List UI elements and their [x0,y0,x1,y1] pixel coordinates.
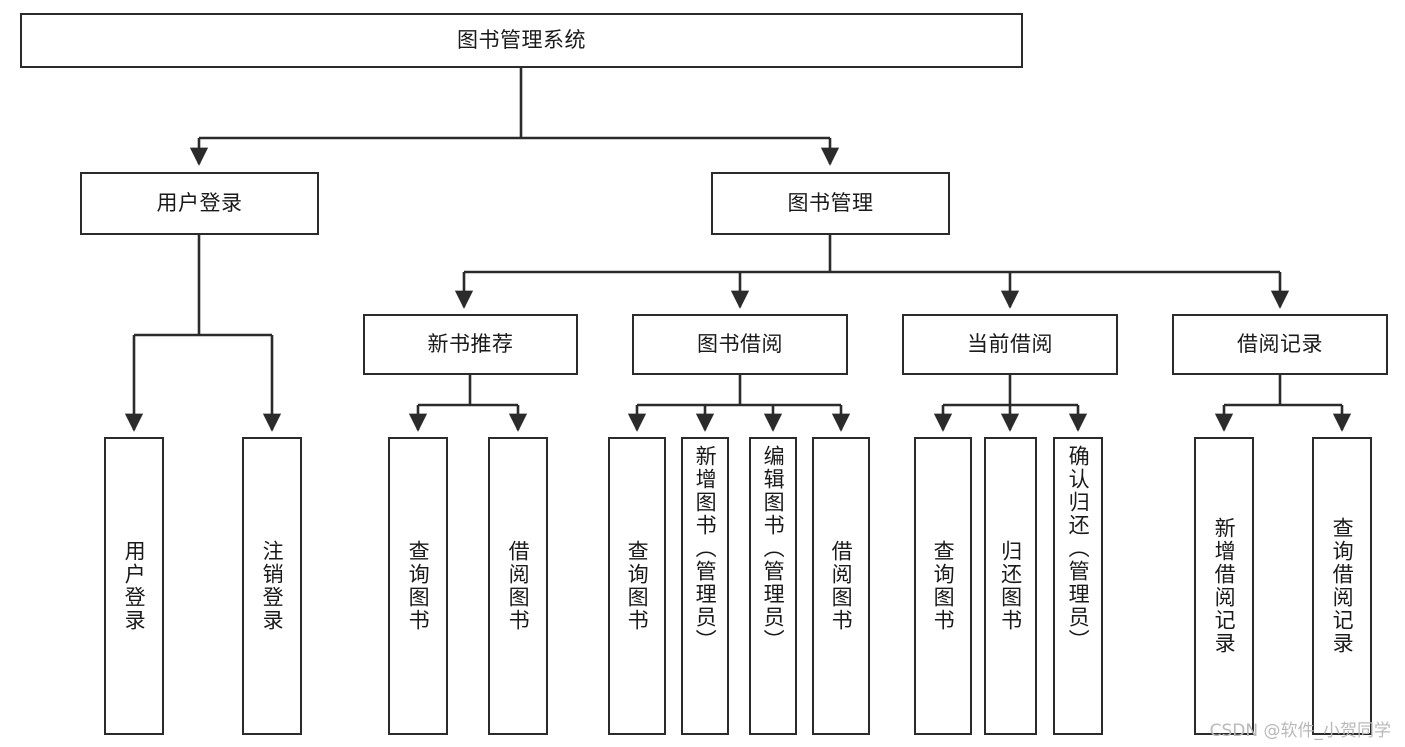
node-leaf-edit-book-admin[interactable]: 编辑图书（管理员） [749,437,797,735]
node-leaf-borrow-book-recommend[interactable]: 借阅图书 [488,437,548,735]
node-leaf-return-book[interactable]: 归还图书 [984,437,1037,735]
node-leaf-user-login[interactable]: 用户登录 [104,437,164,735]
node-leaf-query-book-current[interactable]: 查询图书 [914,437,972,735]
node-leaf-return-book-label: 归还图书 [998,540,1023,632]
node-root-label: 图书管理系统 [457,28,586,53]
node-borrow-record-label: 借阅记录 [1237,332,1323,357]
node-leaf-add-borrow-record[interactable]: 新增借阅记录 [1194,437,1254,735]
node-leaf-query-borrow-record-label: 查询借阅记录 [1330,517,1355,655]
node-leaf-query-book-borrow-label: 查询图书 [625,540,650,632]
node-leaf-query-book-recommend-label: 查询图书 [406,540,431,632]
node-leaf-borrow-book-label: 借阅图书 [829,540,854,632]
node-leaf-add-book-admin-label: 新增图书（管理员） [693,445,718,652]
node-leaf-query-book-current-label: 查询图书 [931,540,956,632]
node-leaf-borrow-book-recommend-label: 借阅图书 [506,540,531,632]
node-user-login[interactable]: 用户登录 [80,172,319,235]
node-leaf-add-book-admin[interactable]: 新增图书（管理员） [681,437,729,735]
node-leaf-query-book-recommend[interactable]: 查询图书 [388,437,448,735]
node-leaf-edit-book-admin-label: 编辑图书（管理员） [761,445,786,652]
node-leaf-borrow-book[interactable]: 借阅图书 [812,437,870,735]
node-leaf-logout-label: 注销登录 [260,540,285,632]
node-book-borrow-label: 图书借阅 [697,332,783,357]
node-book-management[interactable]: 图书管理 [711,172,950,235]
node-current-borrow[interactable]: 当前借阅 [902,314,1118,375]
node-leaf-logout[interactable]: 注销登录 [242,437,302,735]
node-leaf-query-borrow-record[interactable]: 查询借阅记录 [1312,437,1372,735]
node-root[interactable]: 图书管理系统 [20,13,1023,68]
node-user-login-label: 用户登录 [156,191,243,216]
node-new-book-recommend-label: 新书推荐 [427,332,514,357]
node-leaf-user-login-label: 用户登录 [122,540,147,632]
node-leaf-confirm-return-admin[interactable]: 确认归还（管理员） [1053,437,1103,735]
node-book-management-label: 图书管理 [787,191,874,216]
node-leaf-add-borrow-record-label: 新增借阅记录 [1212,517,1237,655]
node-book-borrow[interactable]: 图书借阅 [632,314,848,375]
node-new-book-recommend[interactable]: 新书推荐 [363,314,578,375]
node-borrow-record[interactable]: 借阅记录 [1172,314,1388,375]
node-leaf-confirm-return-admin-label: 确认归还（管理员） [1066,445,1091,652]
node-leaf-query-book-borrow[interactable]: 查询图书 [608,437,666,735]
node-current-borrow-label: 当前借阅 [967,332,1053,357]
